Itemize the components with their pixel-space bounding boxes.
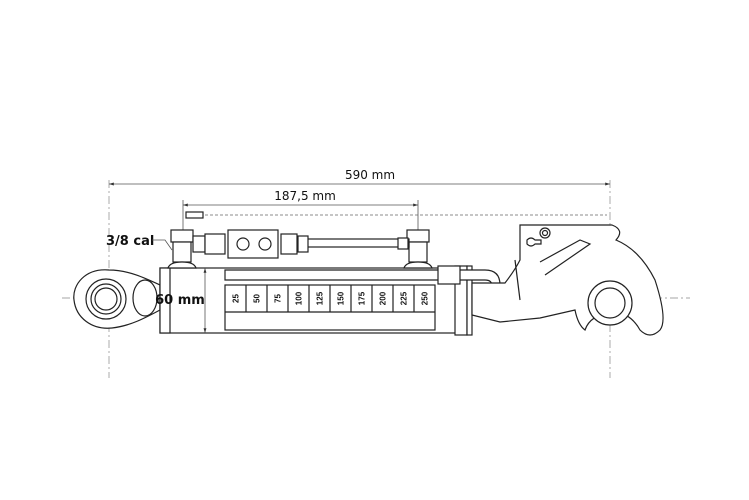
- overall-length-dimension: 590 mm: [109, 168, 610, 186]
- left-eye: [73, 269, 161, 329]
- scale-mark: 25: [232, 294, 241, 303]
- scale-mark: 75: [274, 294, 283, 303]
- scale-mark: 150: [337, 291, 346, 305]
- thread-size-label: 3/8 cal: [106, 234, 154, 249]
- cylinder-diameter-label: 60 mm: [155, 293, 205, 308]
- valve-spacing-label: 187,5 mm: [274, 189, 336, 203]
- scale-mark: 125: [316, 291, 325, 305]
- scale-mark: 250: [421, 291, 430, 305]
- scale-mark: 50: [253, 294, 262, 303]
- stroke-scale: 25 50 75 100 125 150 175 200 225 250: [224, 284, 436, 331]
- valve-tube: [192, 229, 410, 259]
- scale-mark: 175: [358, 291, 367, 305]
- valve-spacing-dimension: 187,5 mm: [182, 189, 419, 232]
- overall-length-label: 590 mm: [345, 168, 395, 182]
- scale-mark: 225: [400, 291, 409, 305]
- reference-block: [185, 211, 204, 219]
- cylinder-diameter-dimension: 60 mm: [155, 268, 207, 333]
- scale-mark: 100: [295, 291, 304, 305]
- thread-leader-line: [152, 239, 173, 251]
- left-valve-fitting: [167, 229, 197, 269]
- pipe-clamp: [437, 265, 461, 285]
- quick-hitch-hook: [471, 224, 664, 336]
- right-valve-fitting: [403, 229, 433, 269]
- scale-mark: 200: [379, 291, 388, 305]
